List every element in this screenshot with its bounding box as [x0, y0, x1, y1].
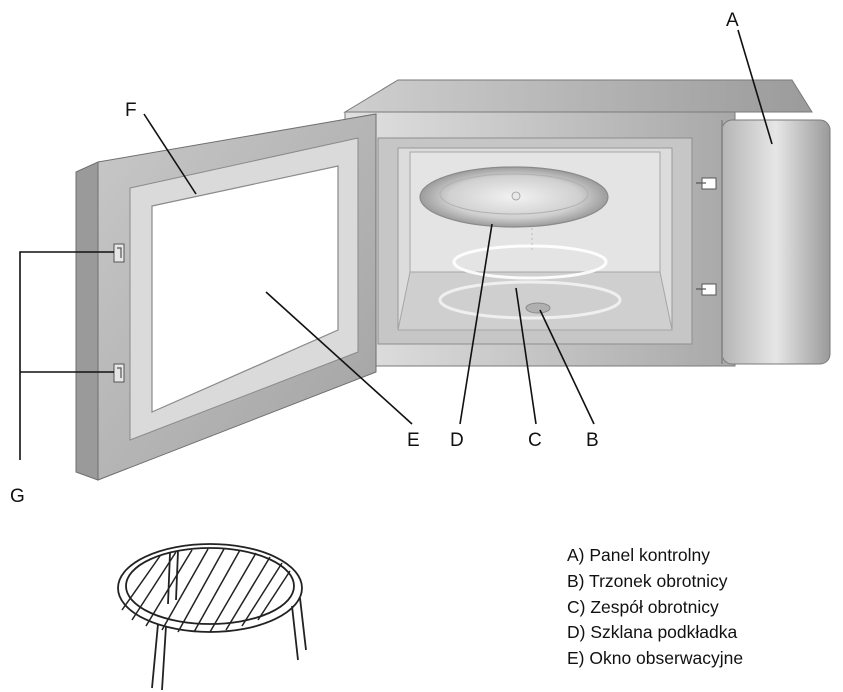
- legend-item-c: C) Zespół obrotnicy: [567, 597, 719, 617]
- legend: A) Panel kontrolny B) Trzonek obrotnicy …: [567, 545, 743, 668]
- callout-a: A: [726, 10, 739, 31]
- rack-rim-inner: [125, 547, 295, 625]
- legend-item-e: E) Okno obserwacyjne: [567, 648, 743, 668]
- wire-rack: [117, 543, 307, 691]
- glass-tray-inner: [439, 173, 589, 215]
- leader-d: [459, 223, 493, 425]
- latch-slot-top: [696, 177, 717, 190]
- callout-d: D: [450, 430, 464, 451]
- legend-item-a: A) Panel kontrolny: [567, 545, 710, 565]
- rack-legs: [151, 550, 307, 691]
- door-latch-top: [113, 243, 125, 263]
- latch-slot-bottom: [696, 283, 717, 296]
- turntable-shaft: [525, 302, 551, 314]
- roller-ring-shadow: [438, 280, 622, 320]
- leader-e: [265, 291, 413, 425]
- leader-b: [539, 309, 595, 425]
- rack-grill-bars: [121, 548, 291, 633]
- glass-tray-hub: [511, 191, 521, 201]
- leader-c: [515, 287, 537, 425]
- microwave-door: [75, 113, 377, 481]
- legend-item-b: B) Trzonek obrotnicy: [567, 571, 728, 591]
- leader-g: [19, 251, 114, 460]
- microwave-body: [343, 79, 831, 367]
- callout-b: B: [586, 430, 599, 451]
- callout-f: F: [125, 100, 137, 121]
- roller-ring: [452, 244, 608, 280]
- door-edge: [75, 161, 99, 481]
- callout-e: E: [407, 430, 420, 451]
- door-latch-bottom: [113, 363, 125, 383]
- callout-g: G: [10, 486, 25, 507]
- control-panel: [721, 119, 831, 365]
- legend-item-d: D) Szklana podkładka: [567, 622, 737, 642]
- rack-rim: [117, 543, 303, 633]
- leader-lines: [19, 29, 773, 460]
- body-top: [343, 79, 813, 113]
- observation-window: [151, 165, 339, 413]
- leader-a: [737, 29, 773, 145]
- callout-c: C: [528, 430, 542, 451]
- leader-f: [143, 113, 197, 195]
